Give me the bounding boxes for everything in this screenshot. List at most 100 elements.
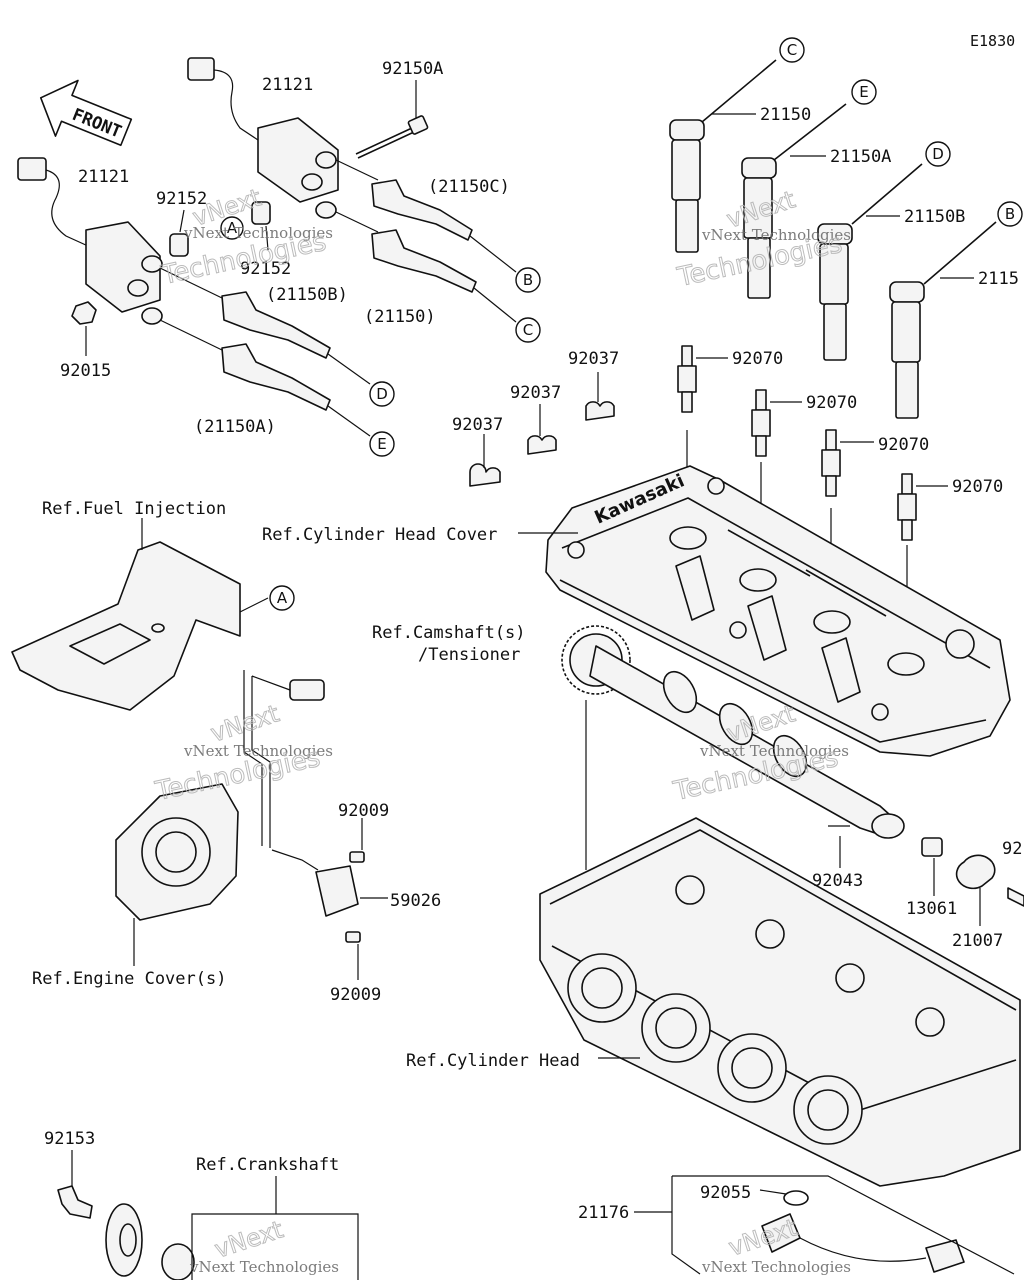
svg-text:C: C — [523, 321, 533, 339]
plug-cap-21150b — [221, 291, 371, 385]
svg-text:E: E — [377, 435, 386, 453]
diagram-code: E1830 — [970, 32, 1015, 50]
callout-e-top: E — [851, 79, 877, 105]
callout-a-bracket: A — [269, 585, 295, 611]
watermark: vNext Technologies vNext — [189, 1215, 339, 1276]
clamp-92037-b — [527, 435, 557, 455]
label-92152-a: 92152 — [156, 189, 207, 209]
svg-text:A: A — [227, 219, 238, 237]
ignition-lead-21150a — [741, 103, 847, 299]
callout-c-top: C — [779, 37, 805, 63]
ignition-lead-21150 — [669, 59, 777, 253]
front-arrow-icon: FRONT — [39, 79, 133, 147]
label-21176: 21176 — [578, 1203, 629, 1223]
label-92009-a: 92009 — [338, 801, 389, 821]
camshaft — [561, 625, 905, 839]
callout-d-top: D — [925, 141, 951, 167]
cylinder-head — [539, 817, 1021, 1187]
svg-text:B: B — [523, 271, 533, 289]
spark-plug-b — [751, 389, 802, 457]
watermark: vNext Technologies vNext Technologies — [152, 699, 333, 808]
gasket-21007 — [955, 854, 996, 890]
plug-13061 — [921, 837, 943, 857]
label-21007: 21007 — [952, 931, 1003, 951]
callout-b-top: B — [997, 201, 1023, 227]
nut-92015 — [71, 301, 97, 325]
label-92152-b: 92152 — [240, 259, 291, 279]
o-ring-92055 — [783, 1190, 809, 1206]
label-92070-d: 92070 — [952, 477, 1003, 497]
svg-text:vNext Technologies: vNext Technologies — [701, 226, 851, 244]
label-59026: 59026 — [390, 891, 441, 911]
fuel-injection-bracket — [11, 541, 241, 711]
svg-text:vNext: vNext — [725, 1213, 800, 1261]
label-21121-left: 21121 — [78, 167, 129, 187]
label-21150-paren: (21150) — [364, 307, 436, 327]
bolt-92153 — [57, 1185, 93, 1219]
ignition-lead-21150b — [817, 163, 923, 361]
label-92009-b: 92009 — [330, 985, 381, 1005]
ignition-coil-left — [17, 157, 223, 351]
label-21121-top: 21121 — [262, 75, 313, 95]
callout-c-left: C — [515, 317, 541, 343]
watermark: vNext Technologies vNext — [701, 1213, 851, 1276]
spark-plug-c — [821, 429, 874, 497]
svg-text:vNext Technologies: vNext Technologies — [189, 1258, 339, 1276]
bolt-92009-b — [345, 931, 361, 943]
collar-92152-a — [251, 201, 271, 225]
ref-engine-cover: Ref.Engine Cover(s) — [32, 969, 226, 989]
ref-cylinder-head-cover: Ref.Cylinder Head Cover — [262, 525, 497, 545]
svg-text:E: E — [859, 83, 868, 101]
front-label: FRONT — [69, 105, 124, 143]
label-92055: 92055 — [700, 1183, 751, 1203]
svg-text:A: A — [277, 589, 288, 607]
ref-camshaft-line2: /Tensioner — [418, 645, 520, 665]
svg-text:vNext Technologies: vNext Technologies — [183, 224, 333, 242]
svg-text:D: D — [932, 145, 944, 163]
clamp-92037-c — [469, 463, 501, 487]
crankshaft-sensor-59026 — [315, 865, 359, 917]
plug-cap-21150a — [221, 343, 371, 437]
label-92037-c: 92037 — [452, 415, 503, 435]
cylinder-head-cover: Kawasaki — [545, 465, 1011, 757]
label-21150a-r: 21150A — [830, 147, 891, 167]
bolt-92150a — [355, 80, 429, 159]
label-2115-cut: 2115 — [978, 269, 1019, 289]
label-92070-a: 92070 — [732, 349, 783, 369]
ignition-lead-2115x — [889, 221, 997, 419]
callout-d-left: D — [369, 381, 395, 407]
label-92037-a: 92037 — [568, 349, 619, 369]
engine-cover-plate — [115, 783, 239, 921]
svg-text:D: D — [376, 385, 388, 403]
label-92070-c: 92070 — [878, 435, 929, 455]
callout-b-left: B — [515, 267, 541, 293]
label-92043: 92043 — [812, 871, 863, 891]
pickup-connector — [289, 679, 325, 701]
ref-fuel-injection: Ref.Fuel Injection — [42, 499, 226, 519]
svg-text:vNext Technologies: vNext Technologies — [699, 742, 849, 760]
svg-text:C: C — [787, 41, 797, 59]
spark-plug-a — [677, 345, 728, 413]
collar-92152-b — [169, 233, 189, 257]
bolt-92-cut — [1007, 887, 1024, 907]
timing-rotor — [105, 1203, 195, 1280]
svg-text:vNext: vNext — [211, 1215, 286, 1263]
label-13061: 13061 — [906, 899, 957, 919]
label-21150-r: 21150 — [760, 105, 811, 125]
clamp-92037-a — [585, 401, 615, 421]
label-21150a-paren: (21150A) — [194, 417, 276, 437]
label-92150a: 92150A — [382, 59, 443, 79]
label-21150c-paren: (21150C) — [428, 177, 510, 197]
callout-a-coil: A — [220, 216, 244, 240]
label-92037-b: 92037 — [510, 383, 561, 403]
ignition-coil-top — [187, 57, 379, 233]
svg-text:vNext: vNext — [207, 699, 282, 747]
plug-cap-21150c — [371, 179, 517, 273]
callout-e-left: E — [369, 431, 395, 457]
label-92-cut: 92 — [1002, 839, 1022, 859]
spark-plug-d — [897, 473, 948, 541]
ref-camshaft-line1: Ref.Camshaft(s) — [372, 623, 526, 643]
label-21150b-r: 21150B — [904, 207, 965, 227]
label-92153: 92153 — [44, 1129, 95, 1149]
